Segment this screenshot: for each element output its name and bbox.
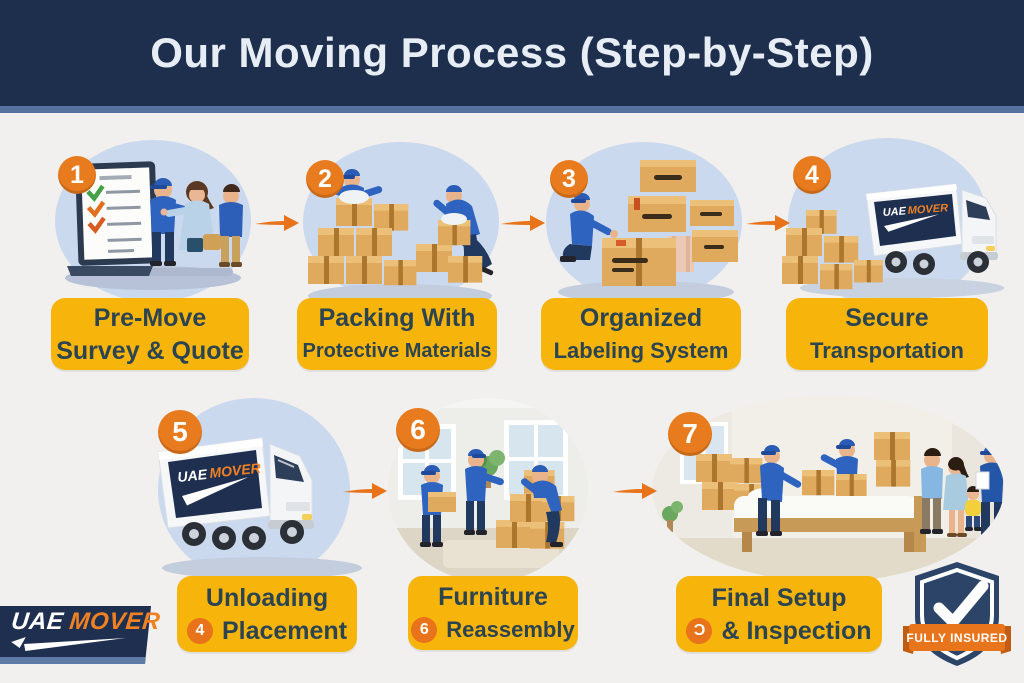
- truck-icon: UAE MOVER: [865, 183, 998, 275]
- inline-step-badge: 4: [186, 617, 213, 644]
- step-4-number-badge: 4: [793, 156, 831, 194]
- step-7-label: Final Setup Ɔ& Inspection: [676, 576, 882, 652]
- fully-insured-badge: FULLY INSURED: [903, 562, 1011, 666]
- family-man-figure: [920, 448, 943, 534]
- family-boy-figure: [965, 486, 982, 531]
- fully-insured-label: FULLY INSURED: [906, 631, 1007, 645]
- mover-figure: [420, 465, 456, 547]
- checklist-clipboard-icon: [75, 161, 159, 266]
- mover-figure: [520, 465, 563, 547]
- step-5-number-badge: 5: [158, 410, 202, 454]
- step-6-number-badge: 6: [396, 408, 440, 452]
- step-3-number-badge: 3: [550, 160, 588, 198]
- customer-man-figure: [187, 184, 243, 267]
- step-4-truck-illustration: UAE MOVER: [782, 183, 1004, 298]
- truck-logo-uae: UAE: [882, 205, 907, 219]
- mover-figure: [464, 449, 504, 535]
- step-7-number-badge: 7: [668, 412, 712, 456]
- truck-icon: UAE MOVER: [157, 437, 314, 550]
- inline-step-badge: Ɔ: [686, 617, 713, 644]
- bed-frame: [734, 518, 928, 532]
- step-2-label: Packing With Protective Materials: [297, 298, 497, 370]
- page-title: Our Moving Process (Step-by-Step): [150, 29, 874, 76]
- inline-step-badge: 6: [411, 616, 438, 643]
- flow-arrow-icon: [501, 215, 545, 231]
- flow-arrow-icon: [746, 215, 790, 231]
- plant-icon: [662, 501, 683, 532]
- family-woman-figure: [943, 457, 969, 537]
- step-4-label: Secure Transportation: [786, 298, 988, 370]
- checkmark-icon: [933, 580, 989, 628]
- truck-logo-mover: MOVER: [209, 460, 263, 481]
- ribbon-banner: [909, 624, 1005, 651]
- step-3-labeling-illustration: [558, 160, 738, 303]
- flow-arrow-icon: [613, 483, 657, 499]
- mover-figure: [560, 193, 618, 262]
- step-1-survey-illustration: [65, 161, 243, 290]
- flow-arrow-icon: [343, 483, 387, 499]
- logo-uae: UAE: [10, 608, 66, 635]
- step-5-truck-illustration: UAE MOVER: [157, 437, 362, 579]
- step-2-number-badge: 2: [306, 160, 344, 198]
- step-1-label: Pre-Move Survey & Quote: [51, 298, 249, 370]
- mover-figure: [756, 445, 802, 536]
- flow-arrow-icon: [255, 215, 299, 231]
- step-3-label: Organized Labeling System: [541, 298, 741, 370]
- logo-swoosh-icon: [11, 637, 126, 651]
- truck-logo-uae: UAE: [177, 466, 209, 485]
- logo-mover: MOVER: [68, 608, 162, 635]
- step-1-number-badge: 1: [58, 156, 96, 194]
- truck-logo-mover: MOVER: [907, 202, 948, 217]
- header: Our Moving Process (Step-by-Step): [0, 0, 1024, 113]
